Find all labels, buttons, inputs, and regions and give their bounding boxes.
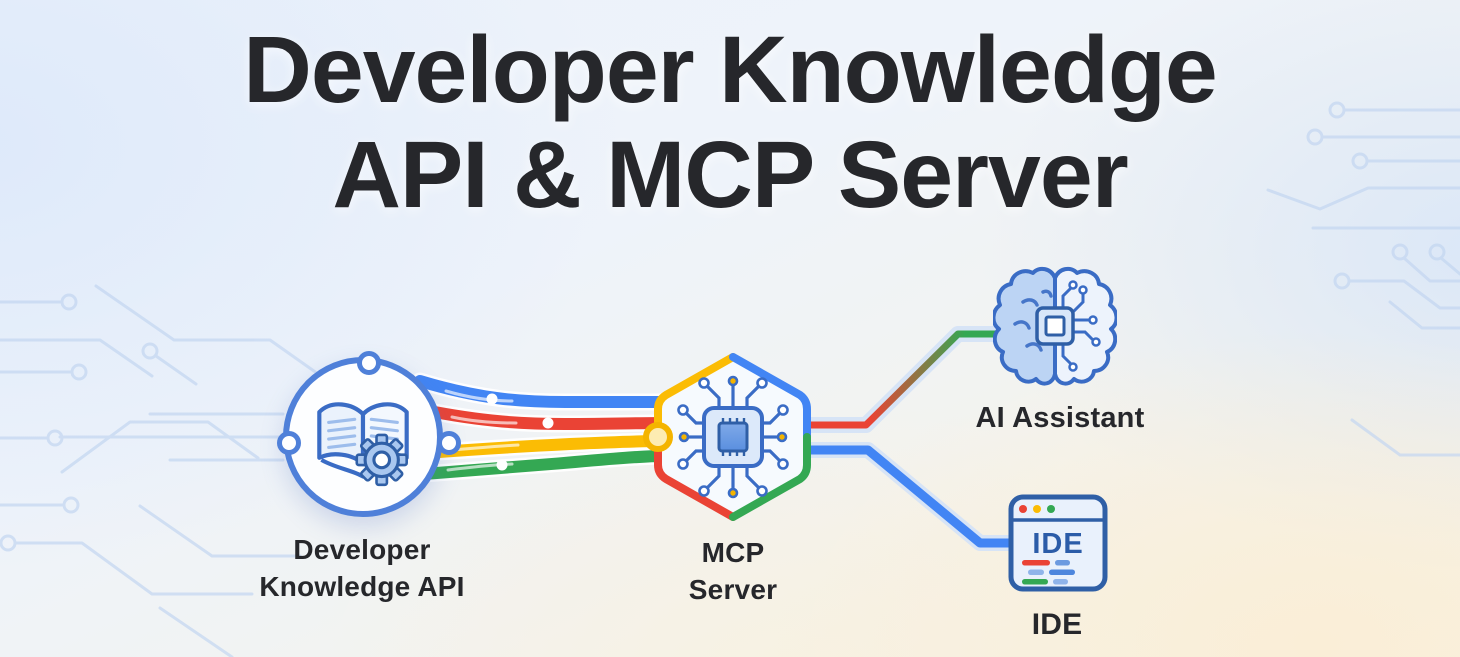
ribbon-green [418, 450, 670, 480]
window-dot-green [1047, 505, 1055, 513]
label-developer-knowledge-api: Developer Knowledge API [259, 534, 465, 602]
ribbon-red [418, 404, 670, 431]
node-port-right [437, 431, 461, 455]
window-dot-yellow [1033, 505, 1041, 513]
data-packet-dots [486, 393, 554, 471]
window-dot-red [1019, 505, 1027, 513]
mcp-hexagon [643, 353, 811, 521]
hex-edge-green [729, 433, 811, 521]
page-title-line1: Developer Knowledge [243, 17, 1217, 123]
hex-edge-blue [729, 353, 811, 441]
hex-edge-yellow [654, 353, 737, 441]
ribbon-api-to-mcp [411, 372, 673, 483]
chip-circuit-icon [677, 375, 789, 499]
label-mcp-server: MCP Server [688, 537, 778, 605]
page-title: Developer Knowledge API & MCP Server [0, 18, 1460, 228]
line-mcp-to-ai [796, 330, 1006, 429]
code-lines [1022, 560, 1075, 585]
node-port-top [357, 351, 381, 375]
gear-icon [355, 433, 408, 487]
ide-window-text: IDE [1032, 528, 1083, 560]
node-developer-knowledge-api [277, 351, 461, 517]
connection-lines-right [792, 326, 1020, 551]
line-mcp-to-ide [795, 445, 1017, 548]
node-port-left [277, 431, 301, 455]
book-gear-icon [317, 402, 409, 487]
hex-edge-red [654, 433, 737, 521]
label-ide: IDE [1031, 608, 1083, 641]
brain-chip-icon [993, 266, 1117, 386]
label-ai-assistant: AI Assistant [975, 402, 1145, 434]
hex-input-connector [643, 422, 673, 452]
ide-window-icon: IDE [1008, 494, 1108, 592]
page-title-line2: API & MCP Server [332, 122, 1128, 228]
ribbon-blue [414, 375, 670, 409]
